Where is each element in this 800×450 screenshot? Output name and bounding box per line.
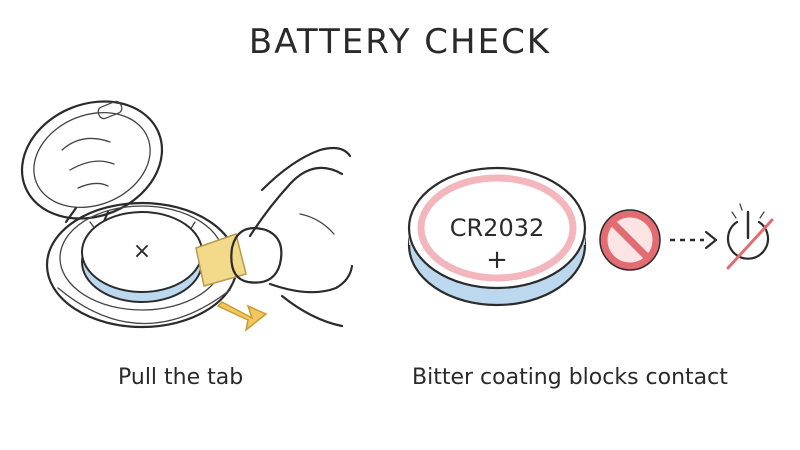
cr2032-battery: CR2032 +	[407, 166, 587, 307]
prohibited-icon	[599, 209, 661, 271]
bitter-coating-ring	[417, 174, 577, 282]
caption-pull-tab: Pull the tab	[118, 365, 244, 390]
arrow-icon	[216, 301, 268, 332]
hand-icon	[230, 146, 354, 328]
coin-battery: ×	[81, 211, 203, 303]
battery-label: CR2032	[450, 214, 545, 242]
dotted-arrow-icon	[670, 230, 718, 250]
page-title: BATTERY CHECK	[248, 22, 552, 62]
caption-bitter-coating: Bitter coating blocks contact	[412, 365, 728, 390]
battery-polarity: +	[486, 245, 508, 275]
power-off-icon	[726, 203, 774, 270]
battery-compartment: ×	[20, 100, 247, 329]
battery-mark: ×	[133, 239, 151, 264]
